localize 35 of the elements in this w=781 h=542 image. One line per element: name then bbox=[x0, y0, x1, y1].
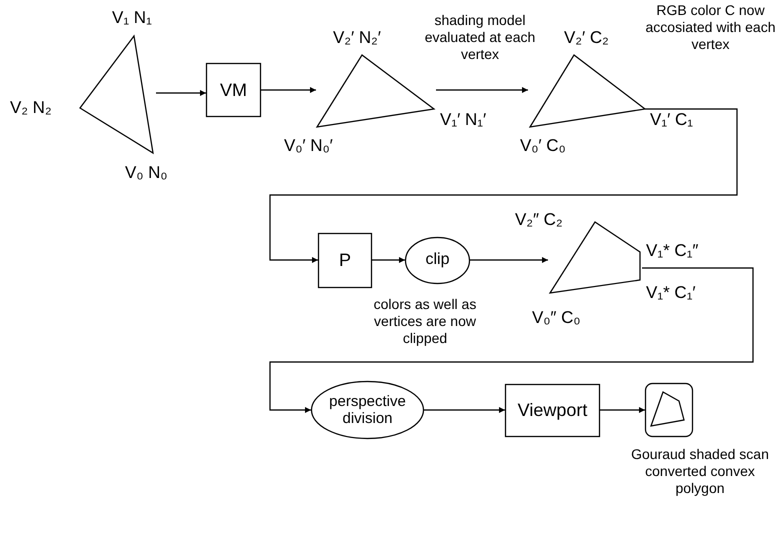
vertex-label: V₁* C₁″ bbox=[646, 241, 698, 261]
vertex-label: V₀′ N₀′ bbox=[284, 136, 333, 156]
vertex-label: V₁′ N₁′ bbox=[440, 110, 486, 130]
triangle-shape bbox=[316, 53, 436, 129]
arrow bbox=[436, 87, 528, 93]
vertex-label: V₂ N₂ bbox=[10, 98, 52, 118]
caption-text: Gouraud shaded scan converted convex polygon bbox=[630, 446, 770, 497]
caption-text: RGB color C now accosiated with each vertex bbox=[644, 2, 776, 53]
arrow bbox=[372, 257, 405, 263]
process-box: P bbox=[318, 233, 372, 288]
arrow bbox=[261, 87, 316, 93]
edge-label: shading model evaluated at each vertex bbox=[424, 12, 536, 63]
arrow bbox=[600, 407, 645, 413]
triangle-shape bbox=[528, 53, 647, 129]
arrow bbox=[269, 267, 754, 413]
arrow bbox=[156, 90, 206, 96]
process-ellipse: perspective division bbox=[311, 381, 424, 439]
arrow bbox=[424, 407, 505, 413]
polygon-thumbnail bbox=[645, 383, 693, 437]
process-box: Viewport bbox=[505, 384, 600, 437]
vertex-label: V₁′ C₁ bbox=[650, 110, 693, 130]
vertex-label: V₀″ C₀ bbox=[532, 308, 580, 328]
vertex-label: V₀′ C₀ bbox=[520, 136, 566, 156]
vertex-label: V₂′ C₂ bbox=[564, 28, 609, 48]
vertex-label: V₁ N₁ bbox=[112, 8, 152, 28]
vertex-label: V₀ N₀ bbox=[125, 163, 168, 183]
arrow bbox=[470, 257, 548, 263]
arrow bbox=[269, 108, 738, 263]
process-box: VM bbox=[206, 63, 261, 117]
vertex-label: V₂″ C₂ bbox=[515, 210, 563, 230]
edge-label: colors as well as vertices are now clipped bbox=[372, 296, 478, 347]
vertex-label: V₁* C₁′ bbox=[646, 283, 696, 303]
process-ellipse: clip bbox=[405, 237, 470, 284]
vertex-label: V₂′ N₂′ bbox=[333, 28, 381, 48]
triangle-shape bbox=[78, 34, 156, 156]
